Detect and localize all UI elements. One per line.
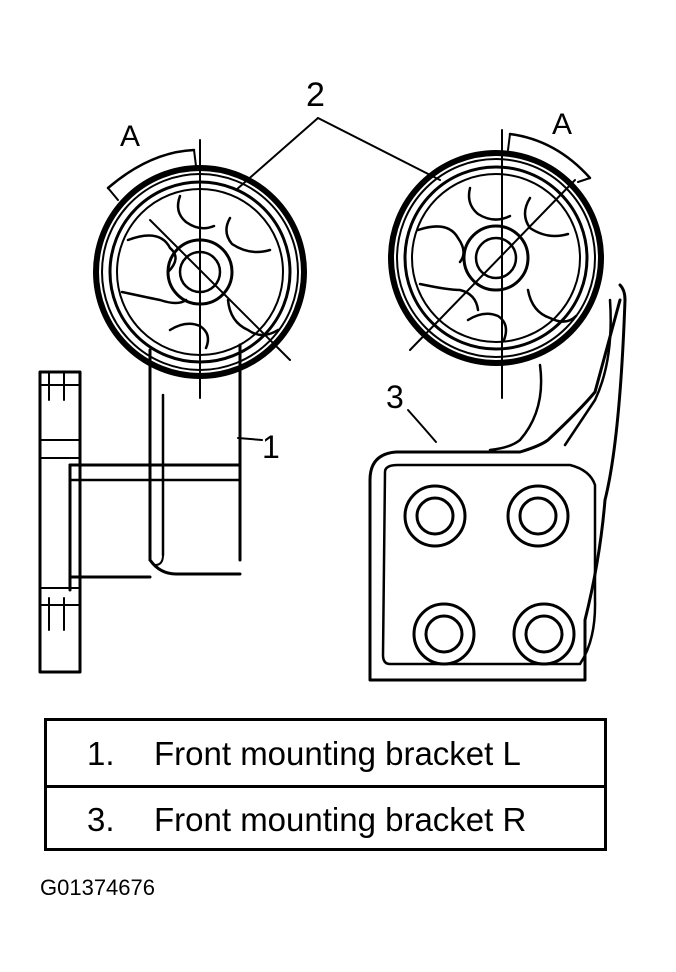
callout-2: 2 — [306, 76, 325, 114]
figure-code: G01374676 — [40, 875, 155, 900]
leader-lines — [235, 117, 441, 443]
legend-text: Front mounting bracket R — [154, 801, 527, 838]
legend-row: 3. Front mounting bracket R — [47, 787, 604, 851]
callout-a-left: A — [120, 120, 140, 153]
callout-3: 3 — [386, 379, 404, 415]
legend-number: 3. — [87, 801, 115, 838]
legend-text: Front mounting bracket L — [154, 735, 521, 772]
legend-row: 1. Front mounting bracket L — [47, 721, 604, 788]
left-bracket — [38, 139, 307, 674]
legend-number: 1. — [87, 735, 115, 772]
callout-1: 1 — [262, 429, 280, 465]
mounting-bracket-diagram: 2 A A 1 3 — [38, 76, 627, 682]
legend-table: 1. Front mounting bracket L 3. Front mou… — [44, 718, 607, 851]
callout-a-right: A — [552, 108, 572, 141]
right-bracket — [368, 129, 627, 682]
